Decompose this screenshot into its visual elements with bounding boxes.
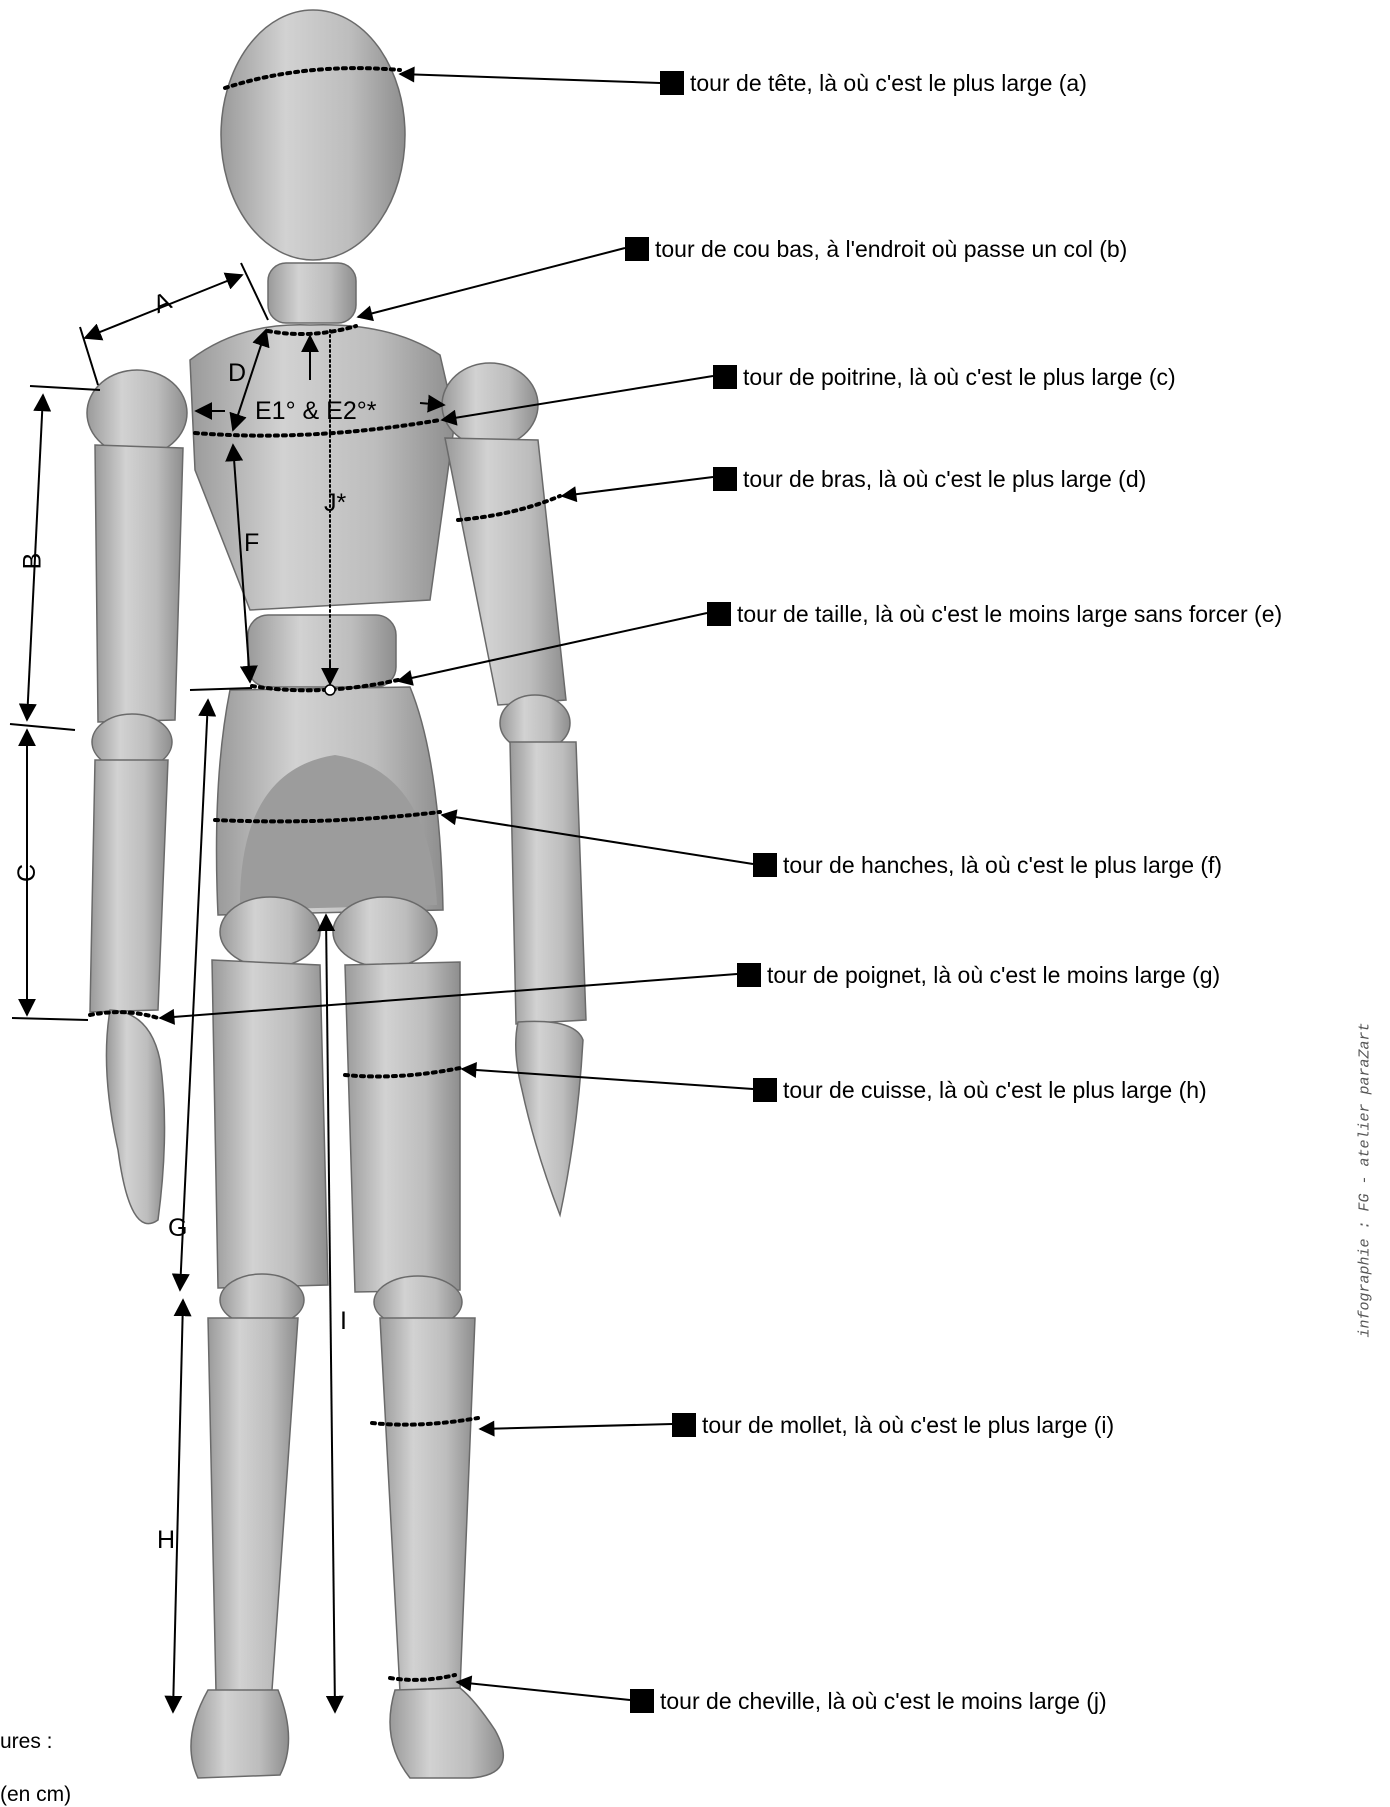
bullet-square-icon xyxy=(707,602,731,626)
dim-label-B: B xyxy=(19,553,45,570)
bullet-square-icon xyxy=(753,1078,777,1102)
foot-right xyxy=(390,1688,503,1778)
label-text-i: tour de mollet, là où c'est le plus larg… xyxy=(702,1412,1114,1438)
bullet-square-icon xyxy=(713,467,737,491)
pointer-b xyxy=(358,248,625,317)
dim-label-I: I xyxy=(340,1308,347,1334)
upper-arm-left xyxy=(95,445,183,722)
label-measure-j: tour de cheville, là où c'est le moins l… xyxy=(630,1688,1107,1714)
hand-left xyxy=(106,1010,164,1224)
label-measure-c: tour de poitrine, là où c'est le plus la… xyxy=(713,364,1176,390)
shoulder-right xyxy=(442,363,538,447)
dim-label-H: H xyxy=(157,1527,175,1553)
label-measure-a: tour de tête, là où c'est le plus large … xyxy=(660,70,1087,96)
footer-line-2: (en cm) xyxy=(0,1783,71,1807)
credit-text: infographie : FG - atelier paraZart xyxy=(1357,1022,1374,1337)
shin-left xyxy=(208,1318,298,1692)
bullet-square-icon xyxy=(672,1413,696,1437)
dim-C-tick-bottom xyxy=(12,1018,88,1020)
dim-G-arrow xyxy=(180,700,208,1290)
dim-B-tick-bottom xyxy=(10,724,75,730)
bullet-square-icon xyxy=(625,237,649,261)
forearm-left xyxy=(90,760,168,1012)
pointer-i xyxy=(480,1424,672,1429)
label-text-h: tour de cuisse, là où c'est le plus larg… xyxy=(783,1077,1207,1103)
shin-right xyxy=(380,1318,475,1692)
dim-label-D: D xyxy=(228,360,246,386)
knee-top-left xyxy=(220,897,320,967)
bullet-square-icon xyxy=(737,963,761,987)
dim-label-J: J* xyxy=(324,490,346,516)
pointer-f xyxy=(442,815,753,864)
label-measure-g: tour de poignet, là où c'est le moins la… xyxy=(737,962,1220,988)
bullet-square-icon xyxy=(630,1689,654,1713)
pointer-h xyxy=(462,1069,753,1089)
dim-label-G: G xyxy=(168,1215,187,1241)
label-measure-d: tour de bras, là où c'est le plus large … xyxy=(713,466,1146,492)
head xyxy=(221,10,405,260)
dim-A-tick-right xyxy=(241,263,268,320)
waist-centre-marker xyxy=(325,685,335,695)
pointer-d xyxy=(562,477,713,496)
bullet-square-icon xyxy=(713,365,737,389)
label-measure-e: tour de taille, là où c'est le moins lar… xyxy=(707,601,1282,627)
dim-label-F: F xyxy=(244,530,259,556)
knee-top-right xyxy=(333,897,437,967)
label-text-g: tour de poignet, là où c'est le moins la… xyxy=(767,962,1220,988)
label-text-j: tour de cheville, là où c'est le moins l… xyxy=(660,1688,1107,1714)
dim-label-E: E1° & E2°* xyxy=(255,398,376,424)
dim-label-C: C xyxy=(14,864,40,882)
label-measure-b: tour de cou bas, à l'endroit où passe un… xyxy=(625,236,1127,262)
shoulder-left xyxy=(87,370,187,456)
footer-line-1: ures : xyxy=(0,1730,53,1754)
label-text-d: tour de bras, là où c'est le plus large … xyxy=(743,466,1146,492)
label-text-c: tour de poitrine, là où c'est le plus la… xyxy=(743,364,1176,390)
bullet-square-icon xyxy=(660,71,684,95)
thigh-right xyxy=(345,962,460,1292)
label-text-f: tour de hanches, là où c'est le plus lar… xyxy=(783,852,1222,878)
dim-B-tick-top xyxy=(30,386,100,390)
label-measure-i: tour de mollet, là où c'est le plus larg… xyxy=(672,1412,1114,1438)
hand-right xyxy=(516,1021,583,1215)
label-measure-h: tour de cuisse, là où c'est le plus larg… xyxy=(753,1077,1207,1103)
dim-H-arrow xyxy=(173,1300,183,1712)
label-text-a: tour de tête, là où c'est le plus large … xyxy=(690,70,1087,96)
label-measure-f: tour de hanches, là où c'est le plus lar… xyxy=(753,852,1222,878)
neck xyxy=(268,263,356,323)
pointer-j xyxy=(457,1682,630,1700)
pointer-a xyxy=(400,74,660,83)
forearm-right xyxy=(510,742,586,1024)
label-text-e: tour de taille, là où c'est le moins lar… xyxy=(737,601,1282,627)
dim-I-arrow xyxy=(326,915,335,1712)
foot-left xyxy=(191,1690,289,1778)
label-text-b: tour de cou bas, à l'endroit où passe un… xyxy=(655,236,1127,262)
bullet-square-icon xyxy=(753,853,777,877)
upper-arm-right xyxy=(445,438,566,705)
waist xyxy=(248,615,396,687)
mannequin-figure xyxy=(87,10,586,1778)
